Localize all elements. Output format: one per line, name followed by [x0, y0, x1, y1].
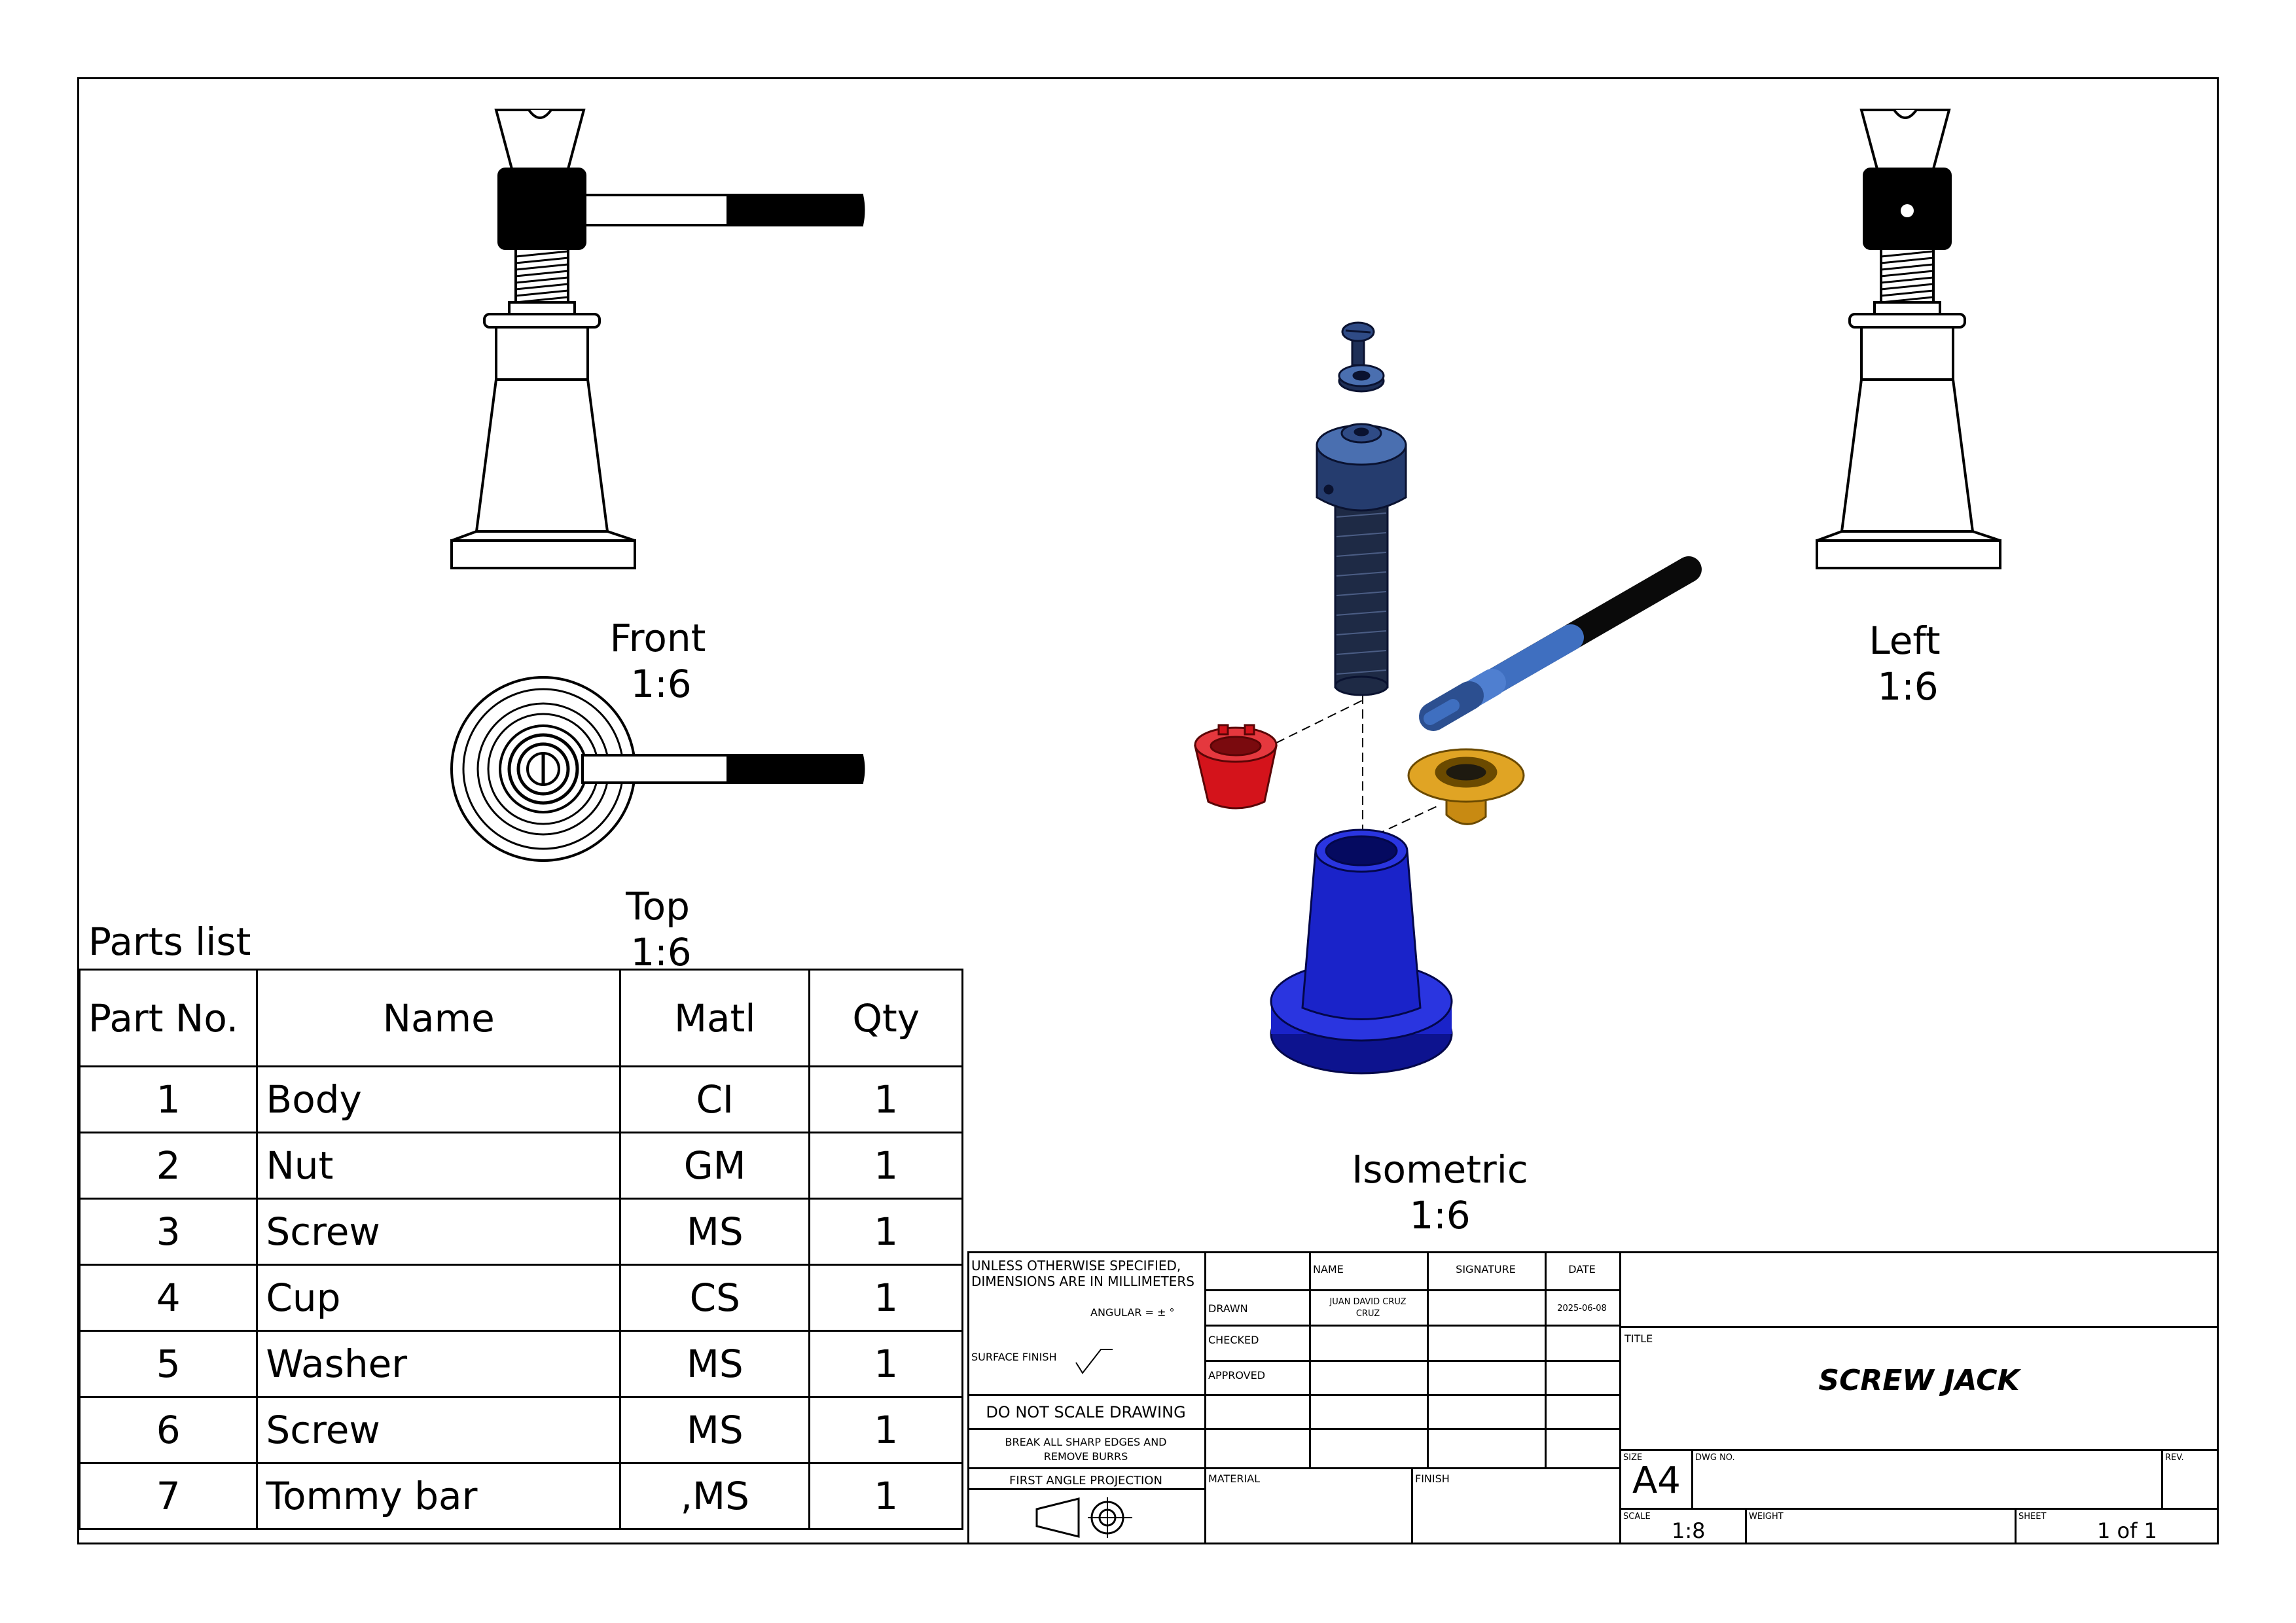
isometric-view-name: Isometric: [1352, 1147, 1528, 1192]
left-view-label: Left 1:6: [1839, 618, 1970, 709]
front-view-scale: 1:6: [630, 662, 692, 706]
parts-list-table: Part No. Name Matl Qty 1 Body CI 1 2 Nut…: [78, 969, 963, 1530]
break-edges-line2: REMOVE BURRS: [1043, 1450, 1128, 1463]
part-qty-cell: 1: [808, 1132, 963, 1200]
part-name-cell: Nut: [256, 1132, 622, 1200]
surface-finish-label: SURFACE FINISH: [971, 1351, 1057, 1363]
drawn-by-name-1: JUAN DAVID CRUZ: [1329, 1297, 1407, 1307]
part-no-cell: 7: [78, 1462, 259, 1530]
tommy-bar-part: [1419, 556, 1702, 731]
part-matl-cell: ,MS: [619, 1462, 811, 1530]
header-qty: Qty: [808, 969, 963, 1067]
part-qty-cell: 1: [808, 1462, 963, 1530]
break-edges-line1: BREAK ALL SHARP EDGES AND: [1005, 1436, 1167, 1448]
projection-label: FIRST ANGLE PROJECTION: [1009, 1474, 1162, 1488]
top-view-name: Top: [626, 884, 690, 929]
drawing-frame: [77, 77, 2219, 1544]
finish-label: FINISH: [1415, 1472, 1450, 1485]
cup-part: [1194, 724, 1278, 810]
table-row: 3 Screw MS 1: [78, 1198, 963, 1266]
drawn-label: DRAWN: [1208, 1302, 1248, 1315]
part-no-cell: 6: [78, 1396, 259, 1464]
table-row: 2 Nut GM 1: [78, 1132, 963, 1200]
col-date-header: DATE: [1568, 1263, 1596, 1275]
front-view-name: Front: [609, 616, 706, 660]
part-matl-cell: CI: [619, 1065, 811, 1133]
angular-tolerance: ANGULAR = ± °: [1090, 1306, 1175, 1319]
material-label: MATERIAL: [1208, 1472, 1261, 1485]
top-view-scale: 1:6: [630, 930, 692, 974]
part-name-cell: Screw: [256, 1198, 622, 1266]
part-matl-cell: CS: [619, 1264, 811, 1332]
do-not-scale-note: DO NOT SCALE DRAWING: [986, 1403, 1186, 1421]
part-name-cell: Washer: [256, 1330, 622, 1398]
size-label: SIZE: [1623, 1453, 1643, 1463]
sheet-size: A4: [1632, 1459, 1681, 1502]
washer-part: [1338, 364, 1385, 393]
part-no-cell: 3: [78, 1198, 259, 1266]
drawn-date: 2025-06-08: [1557, 1304, 1607, 1313]
drawing-title: SCREW JACK: [1818, 1364, 2020, 1397]
top-view-label: Top 1:6: [589, 883, 726, 975]
first-angle-projection-icon: [1035, 1497, 1132, 1538]
part-no-cell: 2: [78, 1132, 259, 1200]
unless-specified-line1: UNLESS OTHERWISE SPECIFIED,: [971, 1258, 1181, 1274]
part-qty-cell: 1: [808, 1264, 963, 1332]
part-matl-cell: GM: [619, 1132, 811, 1200]
left-view-name: Left: [1869, 618, 1941, 663]
header-name: Name: [256, 969, 622, 1067]
dwg-no-label: DWG NO.: [1695, 1453, 1735, 1463]
part-qty-cell: 1: [808, 1330, 963, 1398]
left-view-scale: 1:6: [1877, 664, 1939, 709]
part-matl-cell: MS: [619, 1330, 811, 1398]
isometric-view-scale: 1:6: [1409, 1193, 1471, 1238]
part-no-cell: 4: [78, 1264, 259, 1332]
table-row: 4 Cup CS 1: [78, 1264, 963, 1332]
table-row: 5 Washer MS 1: [78, 1330, 963, 1398]
part-qty-cell: 1: [808, 1396, 963, 1464]
approved-label: APPROVED: [1208, 1369, 1266, 1382]
body-part: [1270, 829, 1453, 1075]
part-no-cell: 5: [78, 1330, 259, 1398]
part-name-cell: Screw: [256, 1396, 622, 1464]
unless-specified-line2: DIMENSIONS ARE IN MILLIMETERS: [971, 1274, 1194, 1289]
scale-label: SCALE: [1623, 1512, 1651, 1522]
header-part-no: Part No.: [78, 969, 259, 1067]
drawn-by-name-2: CRUZ: [1355, 1309, 1380, 1319]
drawing-scale: 1:8: [1672, 1518, 1706, 1543]
weight-label: WEIGHT: [1749, 1512, 1784, 1522]
col-signature-header: SIGNATURE: [1456, 1263, 1516, 1275]
col-name-header: NAME: [1313, 1263, 1344, 1275]
part-matl-cell: MS: [619, 1198, 811, 1266]
table-row: 7 Tommy bar ,MS 1: [78, 1462, 963, 1530]
part-name-cell: Body: [256, 1065, 622, 1133]
part-matl-cell: MS: [619, 1396, 811, 1464]
checked-label: CHECKED: [1208, 1334, 1259, 1346]
sheet-number: 1 of 1: [2097, 1518, 2157, 1543]
part-no-cell: 1: [78, 1065, 259, 1133]
part-name-cell: Cup: [256, 1264, 622, 1332]
part-qty-cell: 1: [808, 1198, 963, 1266]
title-label: TITLE: [1624, 1332, 1653, 1345]
header-matl: Matl: [619, 969, 811, 1067]
part-qty-cell: 1: [808, 1065, 963, 1133]
parts-list-title: Parts list: [88, 919, 251, 964]
sheet-label: SHEET: [2018, 1512, 2047, 1522]
part-name-cell: Tommy bar: [256, 1462, 622, 1530]
rev-label: REV.: [2165, 1453, 2184, 1463]
main-screw-part: [1316, 423, 1407, 696]
table-row: 6 Screw MS 1: [78, 1396, 963, 1464]
title-block: UNLESS OTHERWISE SPECIFIED, DIMENSIONS A…: [967, 1251, 2219, 1544]
small-screw-part: [1341, 321, 1375, 366]
table-row: 1 Body CI 1: [78, 1065, 963, 1133]
parts-list-header-row: Part No. Name Matl Qty: [78, 969, 963, 1067]
front-view-label: Front 1:6: [589, 615, 726, 707]
surface-finish-icon: [1075, 1349, 1113, 1374]
nut-part: [1407, 748, 1525, 825]
isometric-view-label: Isometric 1:6: [1335, 1147, 1545, 1238]
